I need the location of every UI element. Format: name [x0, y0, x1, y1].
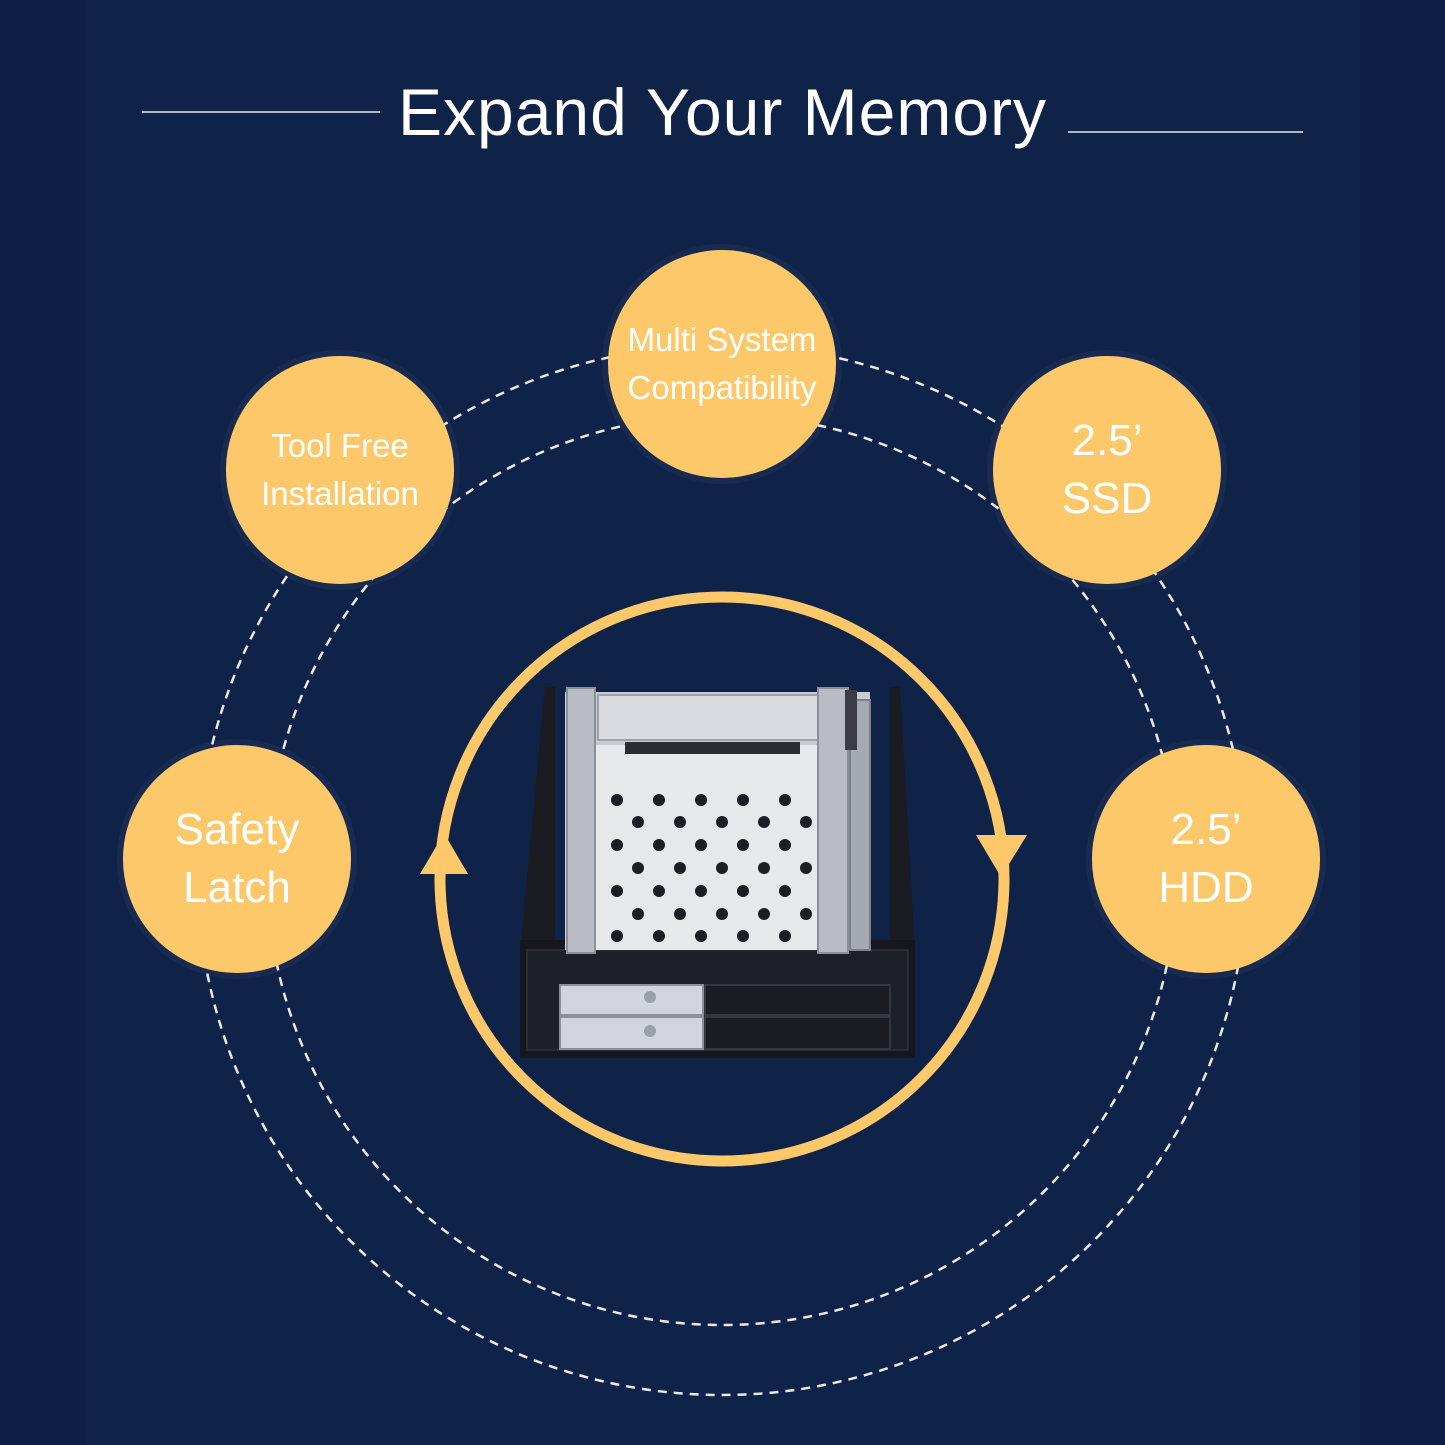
feature-tool-free-line1: Tool Free	[271, 427, 409, 464]
feature-ssd: 2.5’ SSD	[993, 356, 1221, 584]
arrow-down-icon	[976, 835, 1027, 877]
feature-ssd-line1: 2.5’	[1071, 416, 1143, 465]
feature-safety-latch: Safety Latch	[123, 745, 351, 973]
feature-tool-free: Tool Free Installation	[226, 356, 454, 584]
title-rule-left	[142, 111, 380, 113]
feature-hdd-line1: 2.5’	[1170, 805, 1242, 854]
arrow-up-icon	[420, 833, 468, 874]
feature-ssd-line2: SSD	[1061, 474, 1153, 523]
feature-safety-latch-line1: Safety	[174, 805, 300, 854]
feature-safety-latch-line2: Latch	[183, 863, 291, 912]
feature-hdd-line2: HDD	[1158, 863, 1254, 912]
feature-tool-free-line2: Installation	[261, 475, 419, 512]
orbit-arrow-ring	[434, 591, 1010, 1167]
page-title: Expand Your Memory	[397, 75, 1048, 149]
title-rule-right	[1068, 131, 1303, 133]
feature-multi-system-line1: Multi System	[627, 321, 817, 358]
feature-multi-system-line2: Compatibility	[627, 369, 817, 406]
feature-hdd: 2.5’ HDD	[1092, 745, 1320, 973]
feature-multi-system: Multi System Compatibility	[608, 250, 836, 478]
